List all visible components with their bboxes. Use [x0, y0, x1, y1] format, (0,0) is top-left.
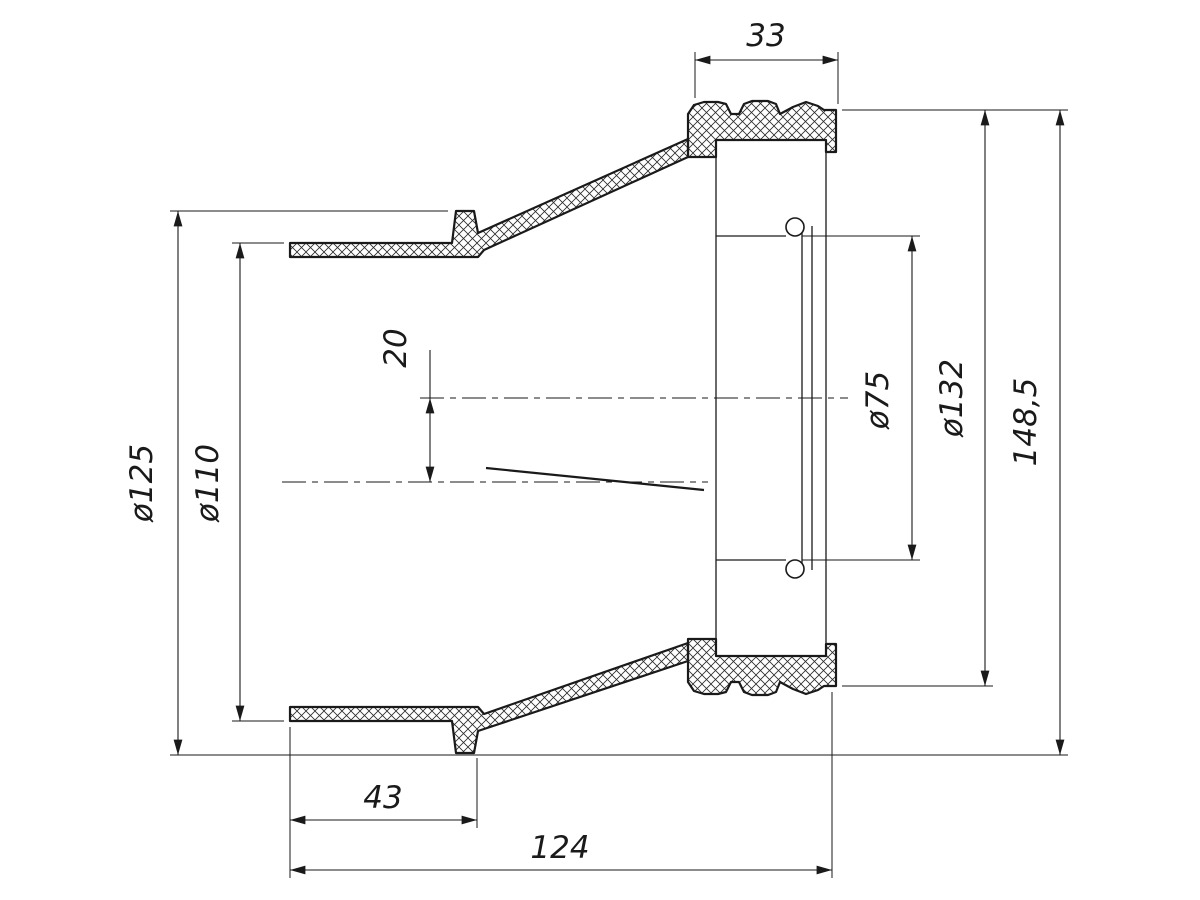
seal-lip-bottom-section [785, 559, 805, 579]
centerlines [282, 397, 848, 483]
dim-label-pipe-diameter: ø110 [190, 444, 226, 523]
socket-internal-lines [715, 150, 827, 646]
socket-top-cap-section [686, 99, 838, 159]
dim-label-seal-diameter: ø75 [860, 371, 896, 430]
cone-bore-silhouette-line [485, 466, 705, 492]
dimension-labels: 33 ø125 ø110 20 ø75 ø132 148,5 43 124 [124, 18, 1044, 866]
seal-lip-top-section [785, 217, 805, 237]
dim-label-axis-offset: 20 [378, 328, 414, 367]
dimension-lines [173, 55, 1065, 875]
dim-label-socket-diameter: ø132 [934, 359, 970, 438]
dim-label-socket-depth: 33 [746, 18, 785, 54]
dim-label-overall-height: 148,5 [1008, 378, 1044, 467]
dim-label-bead-diameter: ø125 [124, 444, 160, 523]
dim-label-spigot-length: 43 [363, 780, 402, 816]
bottom-wall-section [288, 641, 690, 755]
extension-lines [170, 52, 1068, 878]
part-section [288, 99, 838, 755]
dim-label-overall-length: 124 [530, 830, 589, 866]
top-wall-section [288, 137, 690, 259]
socket-bottom-cap-section [686, 637, 838, 697]
